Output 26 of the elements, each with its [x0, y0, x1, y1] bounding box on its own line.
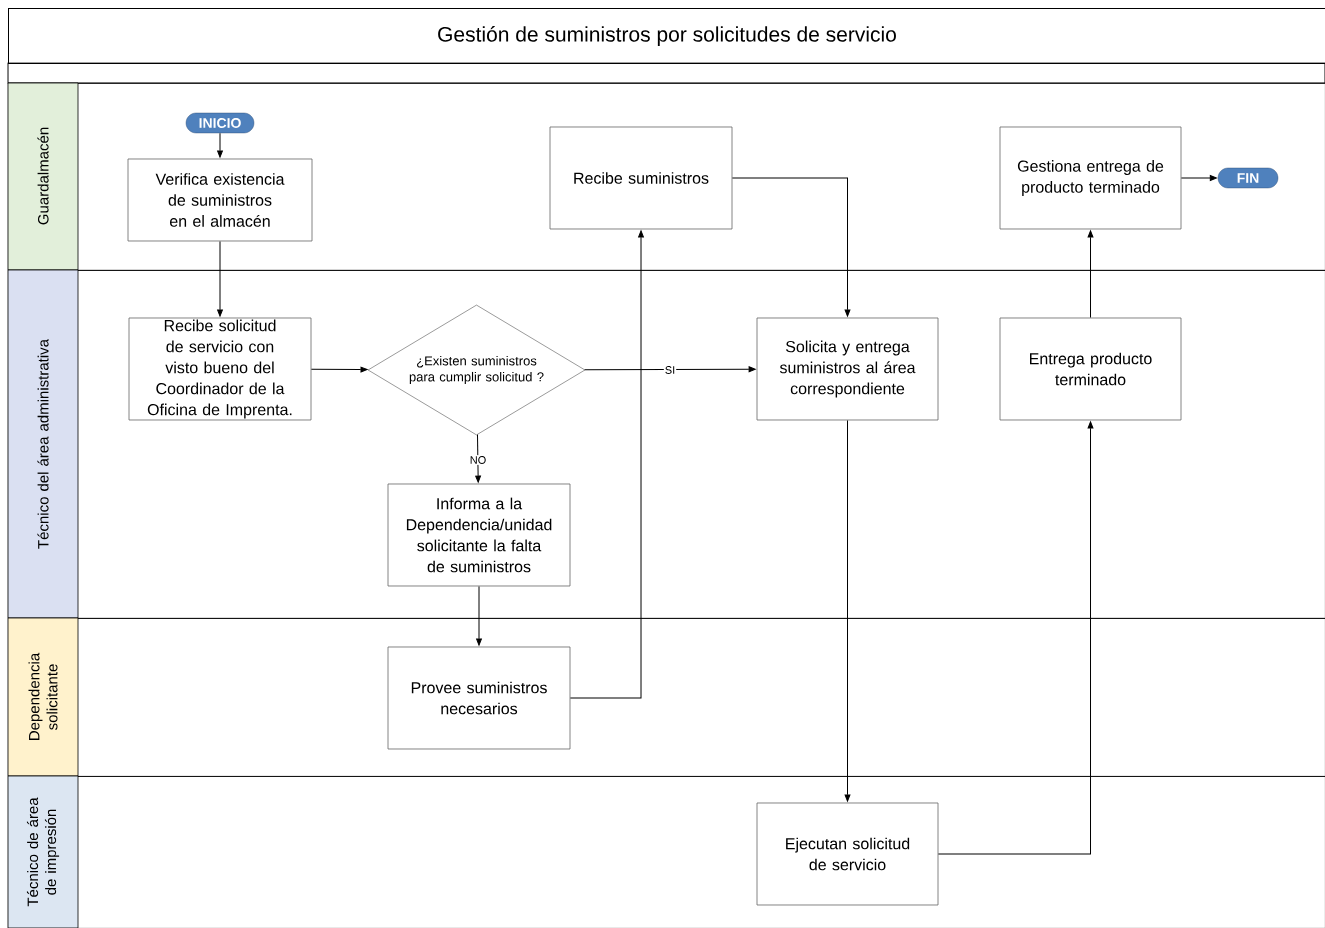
terminator-pill: FIN	[1217, 167, 1279, 189]
arrow	[217, 132, 223, 158]
arrow	[844, 419, 851, 802]
title-bar: Gestión de suministros por solicitudes de servicio	[8, 8, 1325, 64]
arrow	[1180, 175, 1217, 181]
process-box: Provee suministros necesarios	[387, 646, 571, 750]
arrow	[217, 240, 223, 317]
arrow	[1087, 230, 1094, 319]
arrow	[584, 366, 756, 373]
arrow	[476, 585, 482, 646]
process-box: Entrega producto terminado	[999, 317, 1182, 421]
arrow	[937, 421, 1094, 855]
process-box: Recibe solicitud de servicio con visto bueno del Coordinador de la Oficina de Imprenta.	[128, 317, 312, 421]
edge-label: SI	[665, 366, 675, 374]
terminator-pill: INICIO	[185, 112, 255, 134]
arrow	[475, 434, 481, 483]
process-box: Informa a la Dependencia/unidad solicitante la falta de suministros	[387, 483, 571, 587]
process-box: Solicita y entrega suministros al área correspondiente	[756, 317, 939, 421]
arrow	[310, 366, 368, 373]
process-box: Recibe suministros	[549, 126, 733, 230]
arrow	[569, 230, 644, 699]
edge-label: NO	[470, 456, 486, 464]
arrow	[731, 177, 851, 317]
process-box: Gestiona entrega de producto terminado	[999, 126, 1182, 230]
process-box: Ejecutan solicitud de servicio	[756, 802, 939, 906]
process-box: Verifica existencia de suministros en el almacén	[127, 158, 313, 242]
